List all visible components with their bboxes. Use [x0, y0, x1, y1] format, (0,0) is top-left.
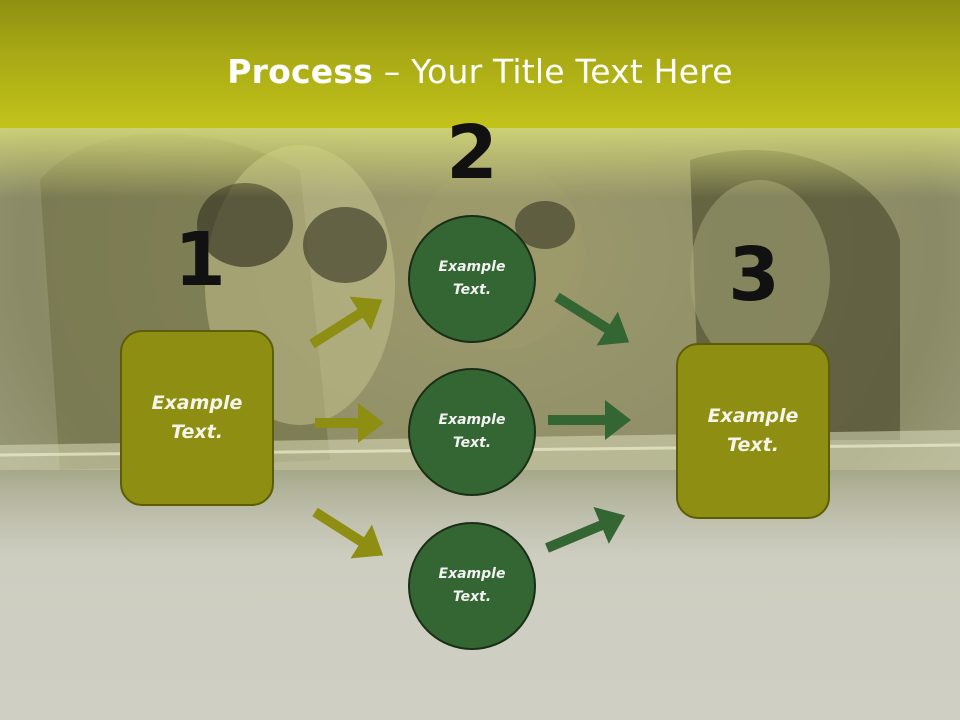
title-rest: – Your Title Text Here	[373, 52, 733, 91]
middle-node-top[interactable]: Example Text.	[408, 215, 536, 343]
title-band-glow	[0, 128, 960, 198]
arrow-2-to-3-top	[554, 292, 630, 346]
step-number-1: 1	[174, 217, 226, 303]
middle-node-center-text: Example Text.	[438, 412, 506, 451]
step-1-box[interactable]: Example Text.	[120, 330, 274, 506]
slide-title[interactable]: Process – Your Title Text Here	[0, 52, 960, 91]
step-3-box-text: Example Text.	[707, 405, 799, 456]
title-band	[0, 0, 960, 128]
step-1-box-text: Example Text.	[151, 392, 243, 443]
title-bold: Process	[227, 52, 374, 91]
middle-node-center[interactable]: Example Text.	[408, 368, 536, 496]
arrow-1-to-2-top	[309, 296, 383, 349]
step-number-2: 2	[446, 110, 498, 196]
middle-node-bottom-text: Example Text.	[438, 566, 506, 605]
step-number-3: 3	[728, 232, 780, 318]
middle-node-top-text: Example Text.	[438, 259, 506, 298]
arrow-1-to-2-bottom	[312, 507, 384, 559]
arrow-2-to-3-bottom	[545, 506, 626, 553]
middle-node-bottom[interactable]: Example Text.	[408, 522, 536, 650]
step-3-box[interactable]: Example Text.	[676, 343, 830, 519]
